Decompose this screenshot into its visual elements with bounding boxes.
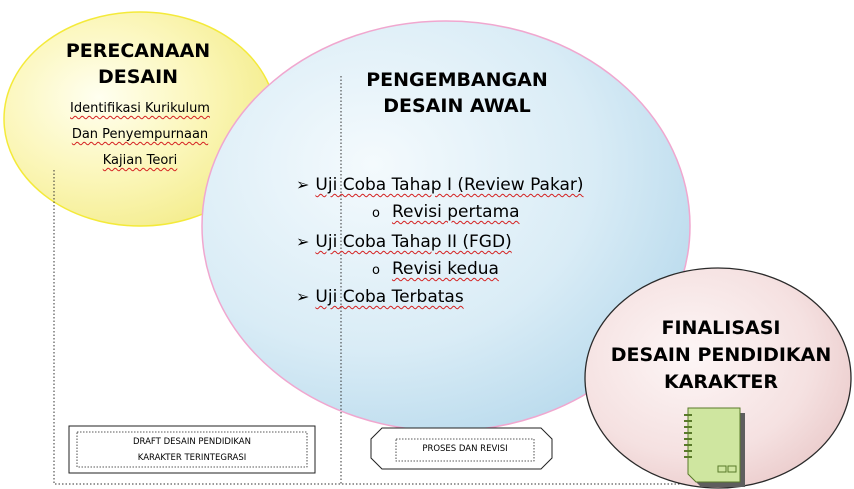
development-step-3: ➢Uji Coba Tahap II (FGD) <box>296 232 512 252</box>
document-icon <box>684 407 745 487</box>
development-step-1: ➢Uji Coba Tahap I (Review Pakar) <box>296 175 584 195</box>
planning-item-1: Identifikasi Kurikulum <box>70 101 210 116</box>
process-box <box>370 427 553 470</box>
draft-box-label: DRAFT DESAIN PENDIDIKAN KARAKTER TERINTE… <box>77 434 307 466</box>
finalization-title-line3: KARAKTER <box>663 371 779 393</box>
draft-box <box>68 425 316 474</box>
planning-item-3: Kajian Teori <box>102 153 178 168</box>
circle-bullet-icon: o <box>372 263 380 278</box>
draft-box-line2: KARAKTER TERINTEGRASI <box>137 453 247 463</box>
planning-items: Identifikasi Kurikulum Dan Penyempurnaan… <box>30 96 250 174</box>
process-box-label: PROSES DAN REVISI <box>422 444 508 454</box>
development-title-line1: PENGEMBANGAN <box>366 69 548 91</box>
development-step-5: ➢Uji Coba Terbatas <box>296 287 464 307</box>
development-title-line2: DESAIN AWAL <box>383 95 531 117</box>
draft-box-line1: DRAFT DESAIN PENDIDIKAN <box>133 437 251 447</box>
circle-bullet-icon: o <box>372 206 380 221</box>
development-title: PENGEMBANGAN DESAIN AWAL <box>337 67 577 119</box>
finalization-title: FINALISASI DESAIN PENDIDIKAN KARAKTER <box>596 315 846 396</box>
planning-title-line2: DESAIN <box>97 66 179 88</box>
finalization-title-line2: DESAIN PENDIDIKAN <box>610 344 832 366</box>
dotted-frame <box>53 170 692 485</box>
arrow-bullet-icon: ➢ <box>296 287 310 306</box>
planning-title-line1: PERECANAAN <box>65 40 211 62</box>
finalization-title-line1: FINALISASI <box>661 317 781 339</box>
finalization-circle <box>584 267 852 489</box>
planning-item-2: Dan Penyempurnaan <box>71 127 209 142</box>
planning-title: PERECANAAN DESAIN <box>38 38 238 90</box>
arrow-bullet-icon: ➢ <box>296 175 310 194</box>
arrow-bullet-icon: ➢ <box>296 232 310 251</box>
